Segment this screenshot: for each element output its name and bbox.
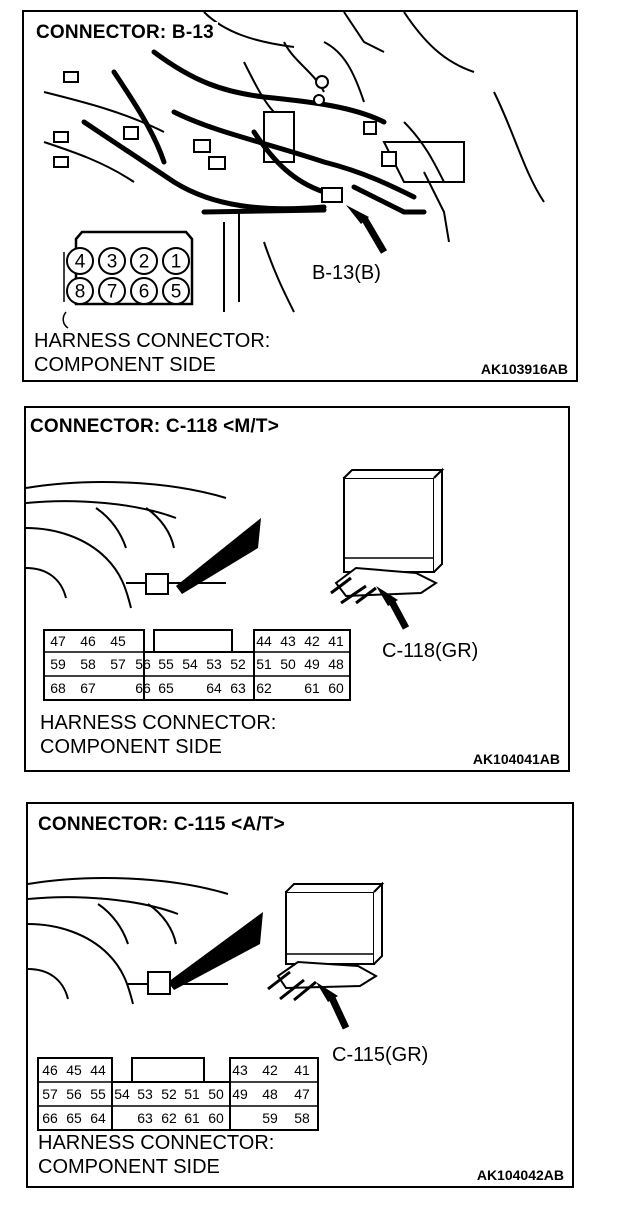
c115-pin-label: 45 [66,1062,82,1078]
c118-pin-label: 64 [206,680,222,696]
c118-pin-label: 60 [328,680,344,696]
c118-pin-label: 52 [230,656,246,672]
c118-pin-label: 67 [80,680,96,696]
c115-pin-label: 46 [42,1062,58,1078]
c118-dashboard-illustration [26,467,445,701]
c115-pin-label: 57 [42,1086,58,1102]
b13-pin-circle [162,247,190,275]
c118-pin-label: 55 [158,656,174,672]
b13-pin-label: 5 [171,282,182,303]
c118-pin-grid: 47 46 45 44 43 42 41 59 58 57 56 55 54 5… [50,633,344,696]
b13-pin-circle [130,247,158,275]
c118-pin-label: 62 [256,680,272,696]
c118-pin-label: 58 [80,656,96,672]
c115-dashboard-illustration [28,877,385,1131]
c118-pin-label: 65 [158,680,174,696]
b13-caption-line2: COMPONENT SIDE [34,354,216,376]
c115-pin-label: 59 [262,1110,278,1126]
c115-callout-label: C-115(GR) [332,1044,429,1066]
c118-pin-label: 68 [50,680,66,696]
c118-pin-label: 46 [80,633,96,649]
c115-pin-label: 44 [90,1062,106,1078]
b13-pin-label: 3 [107,252,118,273]
c115-pin-label: 54 [114,1086,130,1102]
c115-pin-label: 51 [184,1086,200,1102]
b13-pin-circle [162,277,190,305]
c115-caption-line2: COMPONENT SIDE [38,1156,220,1178]
c115-pin-label: 47 [294,1086,310,1102]
connector-c115-panel: CONNECTOR: C-115 <A/T> C-115(GR) 46 45 4… [26,802,574,1188]
c115-pin-label: 63 [137,1110,153,1126]
c118-pin-label: 43 [280,633,296,649]
c115-pin-label: 66 [42,1110,58,1126]
c115-pin-label: 42 [262,1062,278,1078]
c115-pin-label: 64 [90,1110,106,1126]
c115-figure-code: AK104042AB [476,1167,564,1183]
c118-pin-label: 49 [304,656,320,672]
c118-pin-label: 61 [304,680,320,696]
c115-pin-label: 53 [137,1086,153,1102]
b13-pin-label: 8 [75,282,86,303]
c118-caption-line1: HARNESS CONNECTOR: [40,712,277,734]
c118-pin-label: 50 [280,656,296,672]
b13-pin-circle [66,277,94,305]
c115-title: CONNECTOR: C-115 <A/T> [38,814,285,835]
c118-pin-label: 63 [230,680,246,696]
c115-pin-label: 52 [161,1086,177,1102]
c118-pin-label: 45 [110,633,126,649]
b13-pin-label: 6 [139,282,150,303]
c118-pin-label: 57 [110,656,126,672]
b13-pin-layout: 4 3 2 1 8 7 6 5 [66,247,190,305]
c115-pin-label: 58 [294,1110,310,1126]
b13-callout-label: B-13(B) [312,262,381,284]
c118-pin-label: 66 [135,680,151,696]
c118-pin-label: 41 [328,633,344,649]
b13-pin-label: 4 [75,252,86,273]
c118-pin-label: 51 [256,656,272,672]
c115-pin-label: 62 [161,1110,177,1126]
b13-pin-circle [66,247,94,275]
b13-figure-code: AK103916AB [480,361,568,377]
b13-pin-circle [98,277,126,305]
c118-title: CONNECTOR: C-118 <M/T> [30,416,279,437]
c118-pin-label: 44 [256,633,272,649]
b13-pin-label: 2 [139,252,150,273]
c115-pin-label: 60 [208,1110,224,1126]
c118-pin-label: 56 [135,656,151,672]
c115-caption-line1: HARNESS CONNECTOR: [38,1132,275,1154]
c115-pin-label: 43 [232,1062,248,1078]
c115-pin-label: 48 [262,1086,278,1102]
c118-callout-label: C-118(GR) [382,640,479,662]
connector-b13-panel: 4 3 2 1 8 7 6 5 CONNECTOR: B-13 B-13(B) … [22,10,578,382]
c115-pin-label: 49 [232,1086,248,1102]
b13-pin-label: 7 [107,282,118,303]
c118-pin-label: 48 [328,656,344,672]
c115-pin-label: 56 [66,1086,82,1102]
c118-pin-label: 53 [206,656,222,672]
b13-caption-line1: HARNESS CONNECTOR: [34,330,271,352]
c115-pin-label: 50 [208,1086,224,1102]
c118-figure-code: AK104041AB [472,751,560,767]
c118-pin-label: 54 [182,656,198,672]
connector-c118-panel: CONNECTOR: C-118 <M/T> C-118(GR) 47 46 4… [24,406,570,772]
b13-pin-circle [98,247,126,275]
b13-pin-circle [130,277,158,305]
c118-pin-label: 59 [50,656,66,672]
c118-caption-line2: COMPONENT SIDE [40,736,222,758]
c115-pin-label: 41 [294,1062,310,1078]
c118-pin-label: 47 [50,633,66,649]
c115-pin-grid: 46 45 44 43 42 41 57 56 55 54 53 52 51 5… [42,1062,310,1126]
b13-pin-label: 1 [171,252,182,273]
c115-pin-label: 55 [90,1086,106,1102]
b13-title: CONNECTOR: B-13 [36,22,218,44]
c115-pin-label: 65 [66,1110,82,1126]
c115-pin-label: 61 [184,1110,200,1126]
c118-pin-label: 42 [304,633,320,649]
